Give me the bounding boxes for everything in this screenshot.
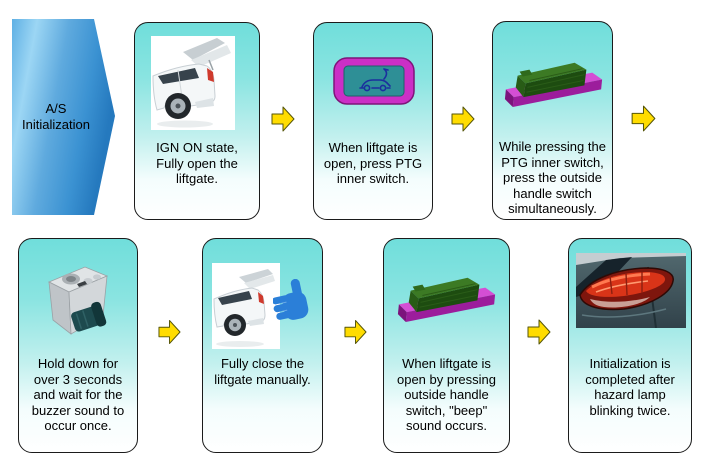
caption-line: inner switch. [336, 171, 410, 186]
ptg-inner-switch-image [333, 57, 415, 105]
caption-line: over 3 seconds [33, 371, 123, 387]
caption-line: While pressing the [499, 139, 606, 154]
step-caption: Hold down for over 3 seconds and wait fo… [22, 356, 134, 434]
caption-line: Fully close the [220, 356, 305, 371]
caption-line: Initialization is [589, 356, 671, 371]
title-line-2: Initialization [22, 117, 90, 132]
flow-arrow-icon [451, 106, 475, 132]
caption-line: press the outside [502, 170, 602, 185]
step-card-6: When liftgate is open by pressing outsid… [383, 238, 510, 453]
caption-line: simultaneously. [508, 201, 597, 216]
caption-line: sound occurs. [406, 418, 487, 433]
caption-line: liftgate. [176, 171, 218, 186]
step-caption: Fully close the liftgate manually. [206, 356, 319, 387]
title-line-1: A/S [45, 101, 67, 116]
caption-line: blinking twice. [589, 402, 671, 418]
step-card-5: Fully close the liftgate manually. [202, 238, 323, 453]
caption-line: outside handle [404, 387, 489, 402]
caption-line: liftgate manually. [214, 371, 311, 387]
flow-arrow-icon [527, 319, 551, 345]
caption-line: PTG inner switch, [501, 154, 604, 170]
step-caption: IGN ON state, Fully open the liftgate. [138, 140, 256, 187]
caption-line: When liftgate is [402, 356, 491, 371]
car-liftgate-closing-image [212, 263, 280, 349]
caption-line: open, press PTG [323, 155, 423, 171]
caption-line: and wait for the [33, 387, 123, 402]
caption-line: occur once. [44, 418, 112, 433]
caption-line: open by pressing [396, 371, 496, 387]
outside-handle-switch-image [504, 62, 603, 107]
step-caption: When liftgate is open by pressing outsid… [387, 356, 506, 434]
flow-arrow-icon [158, 320, 181, 344]
caption-line: buzzer sound to [31, 402, 125, 418]
title-arrow-shape-icon [12, 19, 115, 215]
hazard-tail-lamp-image [576, 253, 686, 328]
car-liftgate-open-image [151, 36, 235, 130]
flow-arrow-icon [271, 106, 295, 132]
outside-handle-switch-image [397, 277, 496, 322]
flow-arrow-icon [631, 105, 656, 132]
caption-line: Fully open the [156, 155, 238, 171]
step-card-3: While pressing the PTG inner switch, pre… [492, 21, 613, 220]
as-initialization-arrow: A/S Initialization [12, 19, 115, 215]
caption-line: handle switch [513, 185, 592, 201]
step-card-1: IGN ON state, Fully open the liftgate. [134, 22, 260, 220]
caption-line: IGN ON state, [156, 140, 238, 155]
caption-line: When liftgate is [328, 140, 418, 155]
step-caption: When liftgate is open, press PTG inner s… [317, 140, 429, 187]
caption-line: Hold down for [37, 356, 119, 371]
title-text: A/S Initialization [12, 19, 100, 215]
flow-arrow-icon [344, 320, 367, 344]
step-card-4: Hold down for over 3 seconds and wait fo… [18, 238, 138, 453]
caption-line: hazard lamp [594, 387, 666, 402]
step-card-7: Initialization is completed after hazard… [568, 238, 692, 453]
caption-line: switch, "beep" [405, 402, 488, 418]
hand-press-icon [273, 279, 309, 320]
step-caption: Initialization is completed after hazard… [572, 356, 688, 418]
step-caption: While pressing the PTG inner switch, pre… [496, 139, 609, 217]
step-card-2: When liftgate is open, press PTG inner s… [313, 22, 433, 220]
buzzer-unit-image [48, 266, 109, 335]
caption-line: completed after [585, 371, 675, 387]
